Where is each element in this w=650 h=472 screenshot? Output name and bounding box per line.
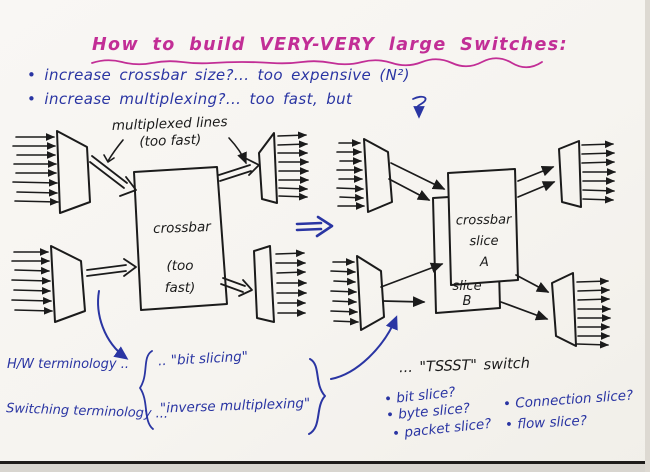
output-arrows-top-right	[277, 131, 309, 201]
page-title: How to build VERY-VERY large Switches:	[92, 35, 568, 55]
but-squiggle-arrow	[412, 95, 427, 119]
output-arrows-bottom-right	[576, 277, 611, 349]
scan-edge-right	[645, 0, 650, 472]
slice-b-label-line2: B	[462, 293, 472, 309]
crossbar-sublabel: (too fast)	[164, 258, 196, 296]
demux-bottom-right	[551, 272, 577, 347]
label-arrow-right	[228, 137, 247, 165]
bullet-increase-crossbar: • increase crossbar size?... too expensi…	[27, 66, 410, 84]
slice-a-box	[447, 168, 519, 286]
demux-bottom-right	[253, 245, 275, 323]
multiplexed-lines-label: multiplexed lines (too fast)	[95, 113, 244, 152]
slice-b-label: slice B	[438, 279, 496, 310]
mux-top-left	[363, 138, 393, 213]
mux-bottom-left	[50, 245, 86, 323]
implies-arrow	[295, 215, 334, 238]
slice-links	[380, 162, 556, 321]
scan-edge-bottom	[0, 461, 650, 464]
demux-top-right	[258, 132, 278, 204]
brace-right	[308, 358, 326, 435]
input-arrows-bottom-left	[11, 248, 53, 315]
curved-arrow-to-sliced-switch	[330, 315, 398, 380]
output-arrows-top-right	[581, 140, 616, 204]
left-diagram	[11, 130, 309, 323]
slice-a-label: crossbar slice A	[450, 210, 517, 274]
slice-a-label-line1: crossbar	[455, 212, 512, 229]
mux-bottom-left	[356, 255, 385, 331]
right-diagram	[330, 138, 616, 349]
bullet-increase-multiplexing: • increase multiplexing?... too fast, bu…	[27, 90, 353, 108]
demux-top-right	[558, 140, 582, 208]
title-underline	[91, 57, 543, 69]
slice-b-label-line1: slice	[452, 279, 482, 294]
input-arrows-top-left	[336, 139, 365, 210]
brace-left	[139, 350, 154, 430]
multiplexed-links	[86, 155, 260, 297]
crossbar-box	[133, 166, 228, 311]
hw-terminology-label: H/W terminology ..	[7, 357, 129, 372]
crossbar-label: crossbar	[152, 218, 212, 238]
output-arrows-bottom-right	[275, 249, 307, 317]
curved-arrow-to-terminology	[97, 290, 129, 360]
label-arrow-left	[103, 139, 124, 163]
input-arrows-bottom-left	[330, 258, 359, 326]
input-arrows-top-left	[12, 133, 59, 206]
slice-a-label-line2: slice	[469, 233, 499, 250]
slice-a-label-line3: A	[479, 254, 489, 270]
mux-top-left	[56, 130, 91, 214]
scan-edge-bottom-shadow	[0, 464, 650, 472]
